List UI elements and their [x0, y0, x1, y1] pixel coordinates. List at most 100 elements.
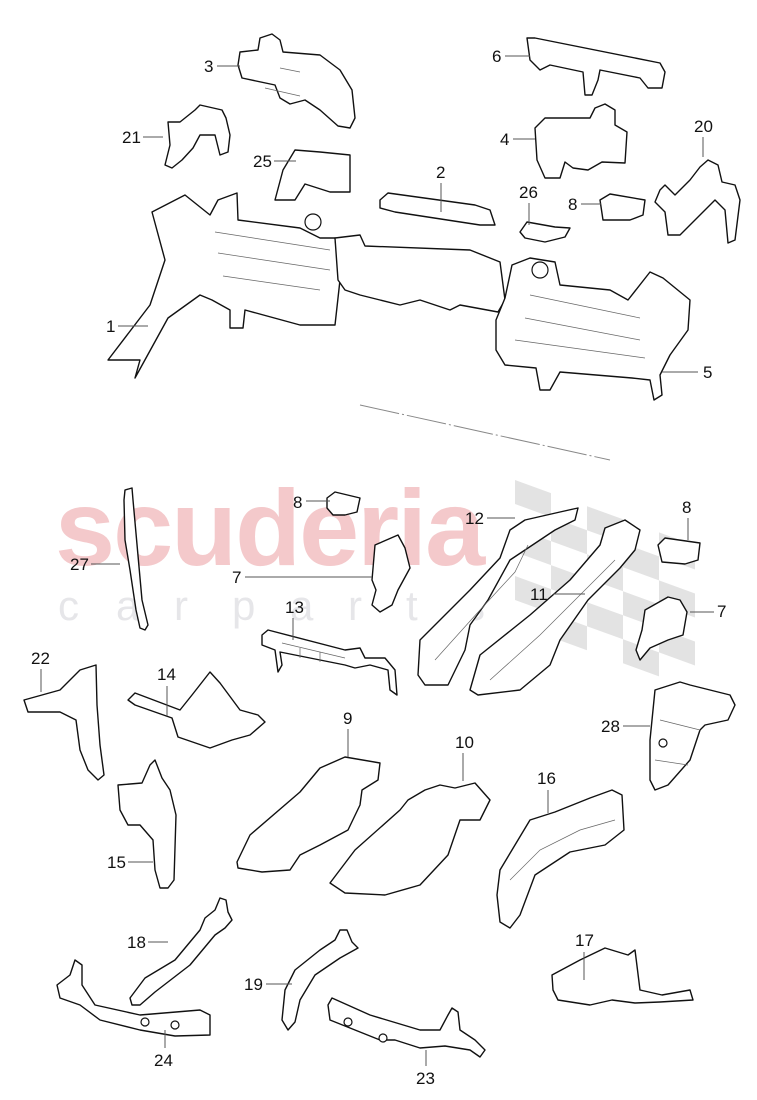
part-number-label[interactable]: 8 — [568, 195, 577, 214]
callout-4[interactable]: 4 — [500, 130, 535, 149]
part-number-label[interactable]: 28 — [601, 717, 620, 736]
part-number-label[interactable]: 26 — [519, 183, 538, 202]
hole-part24b — [170, 1020, 180, 1030]
detail-28-ribs — [654, 719, 701, 766]
part-number-label[interactable]: 7 — [717, 602, 726, 621]
callout-7a[interactable]: 7 — [232, 568, 372, 587]
callout-24[interactable]: 24 — [154, 1030, 173, 1070]
part-number-label[interactable]: 1 — [106, 317, 115, 336]
detail-1-ribs — [214, 231, 331, 291]
callout-8c[interactable]: 8 — [682, 498, 691, 540]
callout-21[interactable]: 21 — [122, 128, 163, 147]
callout-18[interactable]: 18 — [127, 933, 168, 952]
part-20-bracket — [654, 159, 741, 244]
part-number-label[interactable]: 8 — [682, 498, 691, 517]
part-25-panel — [274, 149, 351, 201]
part-number-label[interactable]: 27 — [70, 555, 89, 574]
callout-12[interactable]: 12 — [465, 509, 515, 528]
part-number-label[interactable]: 12 — [465, 509, 484, 528]
callout-14[interactable]: 14 — [157, 665, 176, 716]
part-27-strut — [123, 487, 149, 631]
part-4-air-duct — [534, 103, 628, 179]
part-8c-clip-box — [657, 537, 701, 565]
part-number-label[interactable]: 19 — [244, 975, 263, 994]
parts-layer — [23, 33, 741, 1058]
callout-17[interactable]: 17 — [575, 931, 594, 980]
part-number-label[interactable]: 8 — [293, 493, 302, 512]
part-9-floor-duct — [236, 756, 381, 873]
part-number-label[interactable]: 23 — [416, 1069, 435, 1088]
part-number-label[interactable]: 11 — [530, 585, 548, 604]
callout-9[interactable]: 9 — [343, 709, 352, 757]
detail-13-segments — [281, 642, 346, 662]
part-number-label[interactable]: 18 — [127, 933, 146, 952]
part-8a-clip-box — [326, 491, 361, 516]
part-number-label[interactable]: 5 — [703, 363, 712, 382]
part-number-label[interactable]: 20 — [694, 117, 713, 136]
part-number-label[interactable]: 6 — [492, 47, 501, 66]
part-number-label[interactable]: 16 — [537, 769, 556, 788]
callout-27[interactable]: 27 — [70, 555, 120, 574]
part-11-long-duct — [469, 519, 641, 696]
part-number-label[interactable]: 22 — [31, 649, 50, 668]
part-22-bracket — [23, 664, 105, 781]
part-number-label[interactable]: 10 — [455, 733, 474, 752]
callout-5[interactable]: 5 — [662, 363, 712, 382]
callout-11[interactable]: 11 — [530, 585, 585, 604]
hole-part23a — [343, 1017, 353, 1027]
part-23-beam — [327, 997, 486, 1058]
holes-layer — [140, 213, 668, 1043]
part-number-label[interactable]: 7 — [232, 568, 241, 587]
part-number-label[interactable]: 9 — [343, 709, 352, 728]
detail-3-bend — [264, 67, 301, 97]
hole-part1 — [304, 213, 322, 231]
part-8b-clip-box — [599, 193, 646, 221]
detail-12-inner — [434, 544, 529, 661]
callout-7b[interactable]: 7 — [690, 602, 726, 621]
part-3-air-duct — [237, 33, 356, 129]
part-number-label[interactable]: 17 — [575, 931, 594, 950]
callout-19[interactable]: 19 — [244, 975, 292, 994]
part-24-beam — [56, 959, 211, 1037]
part-number-label[interactable]: 4 — [500, 130, 509, 149]
part-7b-duct-end — [635, 596, 688, 661]
callout-10[interactable]: 10 — [455, 733, 474, 781]
part-number-label[interactable]: 25 — [253, 152, 272, 171]
callout-2[interactable]: 2 — [436, 163, 445, 212]
callout-1[interactable]: 1 — [106, 317, 148, 336]
checker-square — [515, 480, 551, 518]
part-16-duct — [496, 789, 625, 929]
callout-28[interactable]: 28 — [601, 717, 650, 736]
callout-13[interactable]: 13 — [285, 598, 304, 640]
part-19-strut — [281, 929, 359, 1031]
checker-square — [587, 602, 623, 640]
part-number-label[interactable]: 14 — [157, 665, 176, 684]
part-number-label[interactable]: 15 — [107, 853, 126, 872]
part-28-trim — [649, 681, 736, 791]
callout-25[interactable]: 25 — [253, 152, 296, 171]
part-number-label[interactable]: 13 — [285, 598, 304, 617]
part-number-label[interactable]: 21 — [122, 128, 141, 147]
part-number-label[interactable]: 3 — [204, 57, 213, 76]
detail-lines-layer — [214, 67, 701, 881]
callout-23[interactable]: 23 — [416, 1050, 435, 1088]
callout-26[interactable]: 26 — [519, 183, 538, 225]
callout-22[interactable]: 22 — [31, 649, 50, 692]
callout-6[interactable]: 6 — [492, 47, 530, 66]
part-number-label[interactable]: 24 — [154, 1051, 173, 1070]
callout-16[interactable]: 16 — [537, 769, 556, 813]
hole-part24a — [140, 1017, 150, 1027]
detail-11-inner — [489, 559, 616, 681]
callout-8b[interactable]: 8 — [568, 195, 601, 214]
part-21-bracket — [164, 104, 231, 169]
part-7a-duct-end — [371, 534, 411, 613]
callout-20[interactable]: 20 — [694, 117, 713, 157]
part-number-label[interactable]: 2 — [436, 163, 445, 182]
callout-8a[interactable]: 8 — [293, 493, 330, 512]
part-5-right-duct-section — [495, 257, 691, 401]
callout-3[interactable]: 3 — [204, 57, 240, 76]
part-18-strut — [129, 897, 233, 1006]
callout-15[interactable]: 15 — [107, 853, 153, 872]
